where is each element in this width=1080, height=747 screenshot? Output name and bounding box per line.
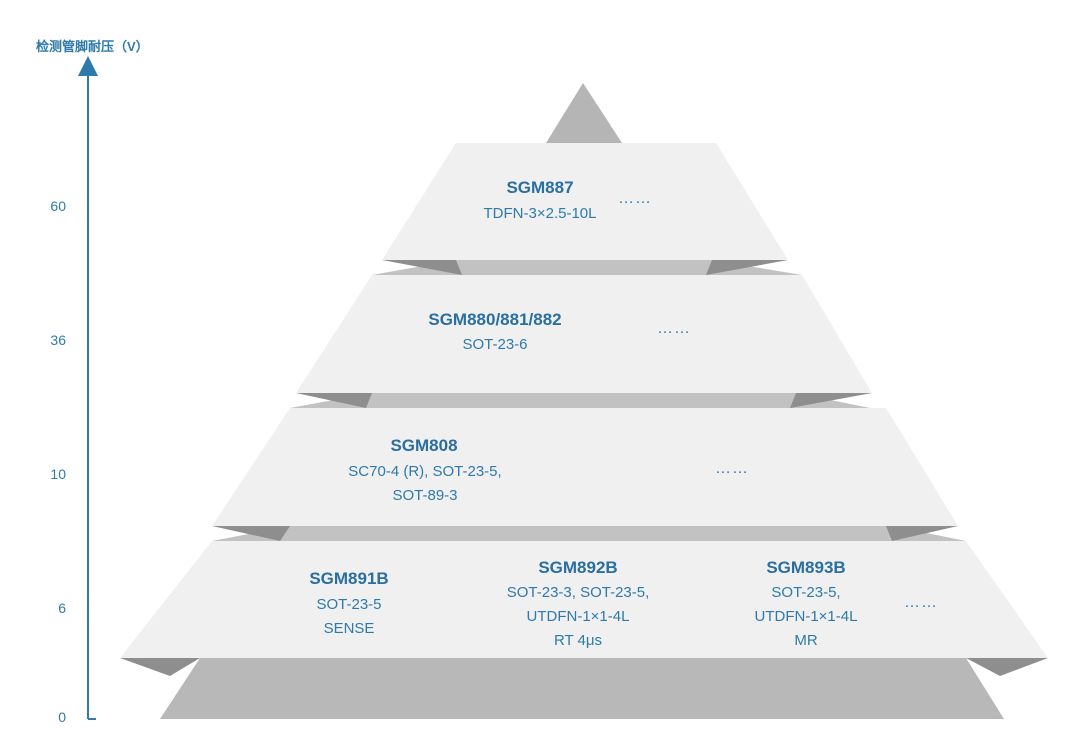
y-tick-label: 0 — [58, 709, 66, 725]
product-name-sgm893b: SGM893B — [766, 558, 846, 577]
package-line: TDFN-3×2.5-10L — [483, 205, 597, 222]
tier-3-right-shadow — [886, 526, 958, 541]
tier-4-back — [212, 526, 966, 541]
package-line: SOT-23-5 — [316, 596, 382, 613]
more-ellipsis: …… — [904, 594, 938, 611]
product-name-sgm880: SGM880/881/882 — [428, 310, 562, 329]
feature-line: MR — [794, 632, 818, 649]
pyramid-base — [160, 658, 1004, 719]
tier-1-face — [382, 143, 788, 260]
tier-4-left-shadow — [120, 658, 200, 676]
feature-line: RT 4μs — [553, 632, 603, 649]
product-name-sgm891b: SGM891B — [309, 569, 389, 588]
tier-3-face — [212, 408, 958, 526]
tier-2-back — [372, 260, 802, 275]
tier-3-left-shadow — [212, 526, 290, 541]
package-line: UTDFN-1×1-4L — [754, 608, 858, 625]
y-tick-label: 60 — [50, 198, 66, 214]
product-name-sgm887: SGM887 — [506, 178, 574, 197]
tier-1-left-shadow — [382, 260, 462, 275]
product-name-sgm892b: SGM892B — [538, 558, 618, 577]
tier-3-back — [290, 393, 870, 408]
y-tick-label: 6 — [58, 600, 66, 616]
product-name-sgm808: SGM808 — [390, 436, 458, 455]
tier-2-right-shadow — [790, 393, 872, 408]
more-ellipsis: …… — [618, 190, 652, 207]
tier-4-right-shadow — [966, 658, 1048, 676]
tier-2-face — [296, 275, 872, 393]
feature-line: SENSE — [323, 620, 375, 637]
package-line: SC70-4 (R), SOT-23-5, — [348, 463, 502, 480]
tier-4-face — [120, 541, 1048, 658]
y-tick-label: 10 — [50, 466, 66, 482]
package-line: UTDFN-1×1-4L — [526, 608, 630, 625]
y-tick-label: 36 — [50, 332, 66, 348]
package-line: SOT-23-3, SOT-23-5, — [506, 584, 650, 601]
package-line: SOT-23-6 — [462, 336, 528, 353]
more-ellipsis: …… — [657, 320, 691, 337]
package-line: SOT-89-3 — [392, 487, 458, 504]
package-line: SOT-23-5, — [771, 584, 841, 601]
more-ellipsis: …… — [715, 460, 749, 477]
pyramid-apex — [546, 83, 622, 143]
tier-1-right-shadow — [706, 260, 788, 275]
tier-2-left-shadow — [296, 393, 372, 408]
y-axis-title: 检测管脚耐压（V） — [36, 39, 149, 54]
